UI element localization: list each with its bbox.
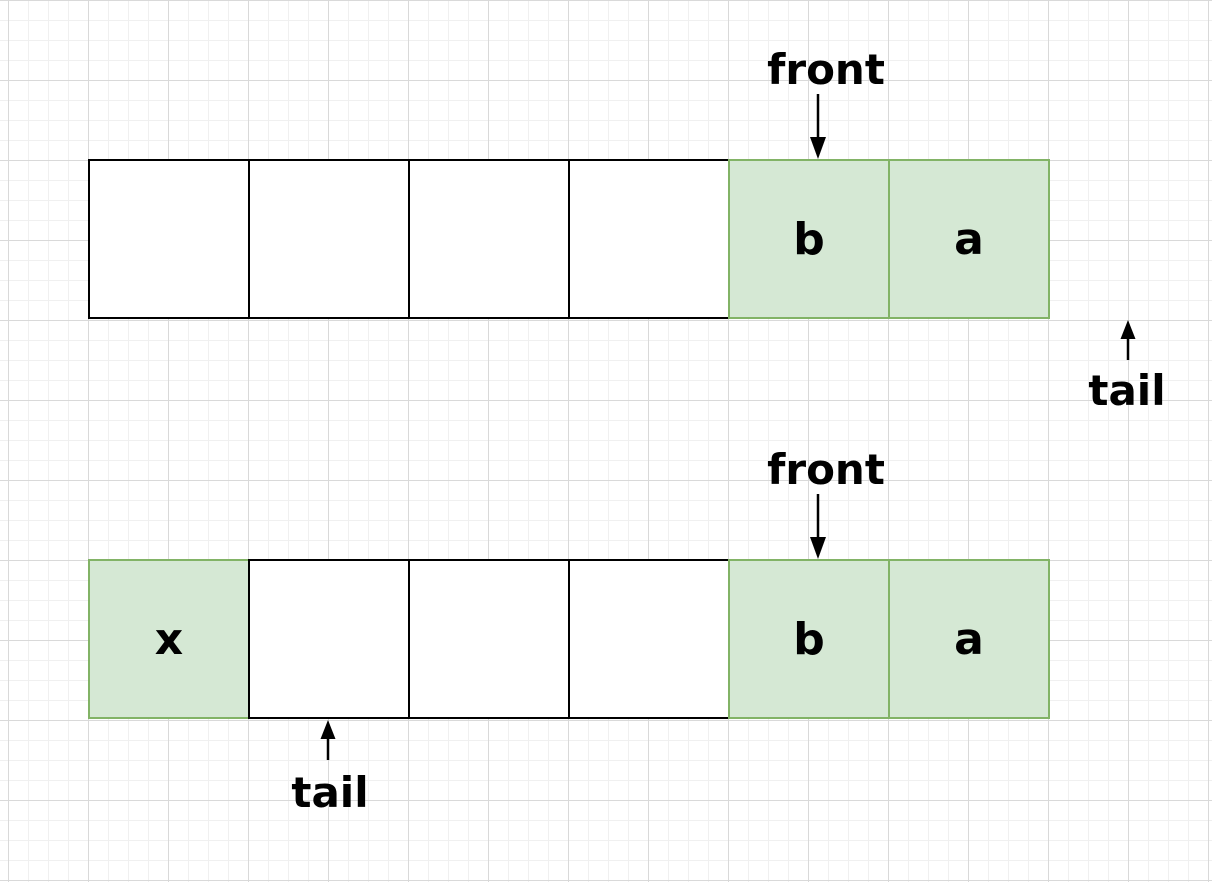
queue1-cell-3 xyxy=(568,159,730,319)
queue-array-state1: b a xyxy=(88,159,1050,319)
queue2-cell-2 xyxy=(408,559,570,719)
front-pointer-down-arrow-icon xyxy=(810,494,826,559)
queue1-cell-1 xyxy=(248,159,410,319)
front-pointer-label-state2: front xyxy=(767,445,885,494)
queue2-cell-4: b xyxy=(728,559,890,719)
queue2-cell-0: x xyxy=(88,559,250,719)
queue2-cell-5: a xyxy=(888,559,1050,719)
queue2-cell-3 xyxy=(568,559,730,719)
queue1-cell-5: a xyxy=(888,159,1050,319)
queue1-cell-0 xyxy=(88,159,250,319)
front-pointer-down-arrow-icon xyxy=(810,94,826,159)
tail-pointer-label-state1: tail xyxy=(1088,366,1166,415)
queue1-cell-4: b xyxy=(728,159,890,319)
tail-pointer-up-arrow-icon xyxy=(320,720,336,760)
queue1-cell-2 xyxy=(408,159,570,319)
queue-array-state2: x b a xyxy=(88,559,1050,719)
tail-pointer-label-state2: tail xyxy=(291,768,369,817)
queue2-cell-1 xyxy=(248,559,410,719)
front-pointer-label-state1: front xyxy=(767,45,885,94)
tail-pointer-up-arrow-icon xyxy=(1120,320,1136,360)
